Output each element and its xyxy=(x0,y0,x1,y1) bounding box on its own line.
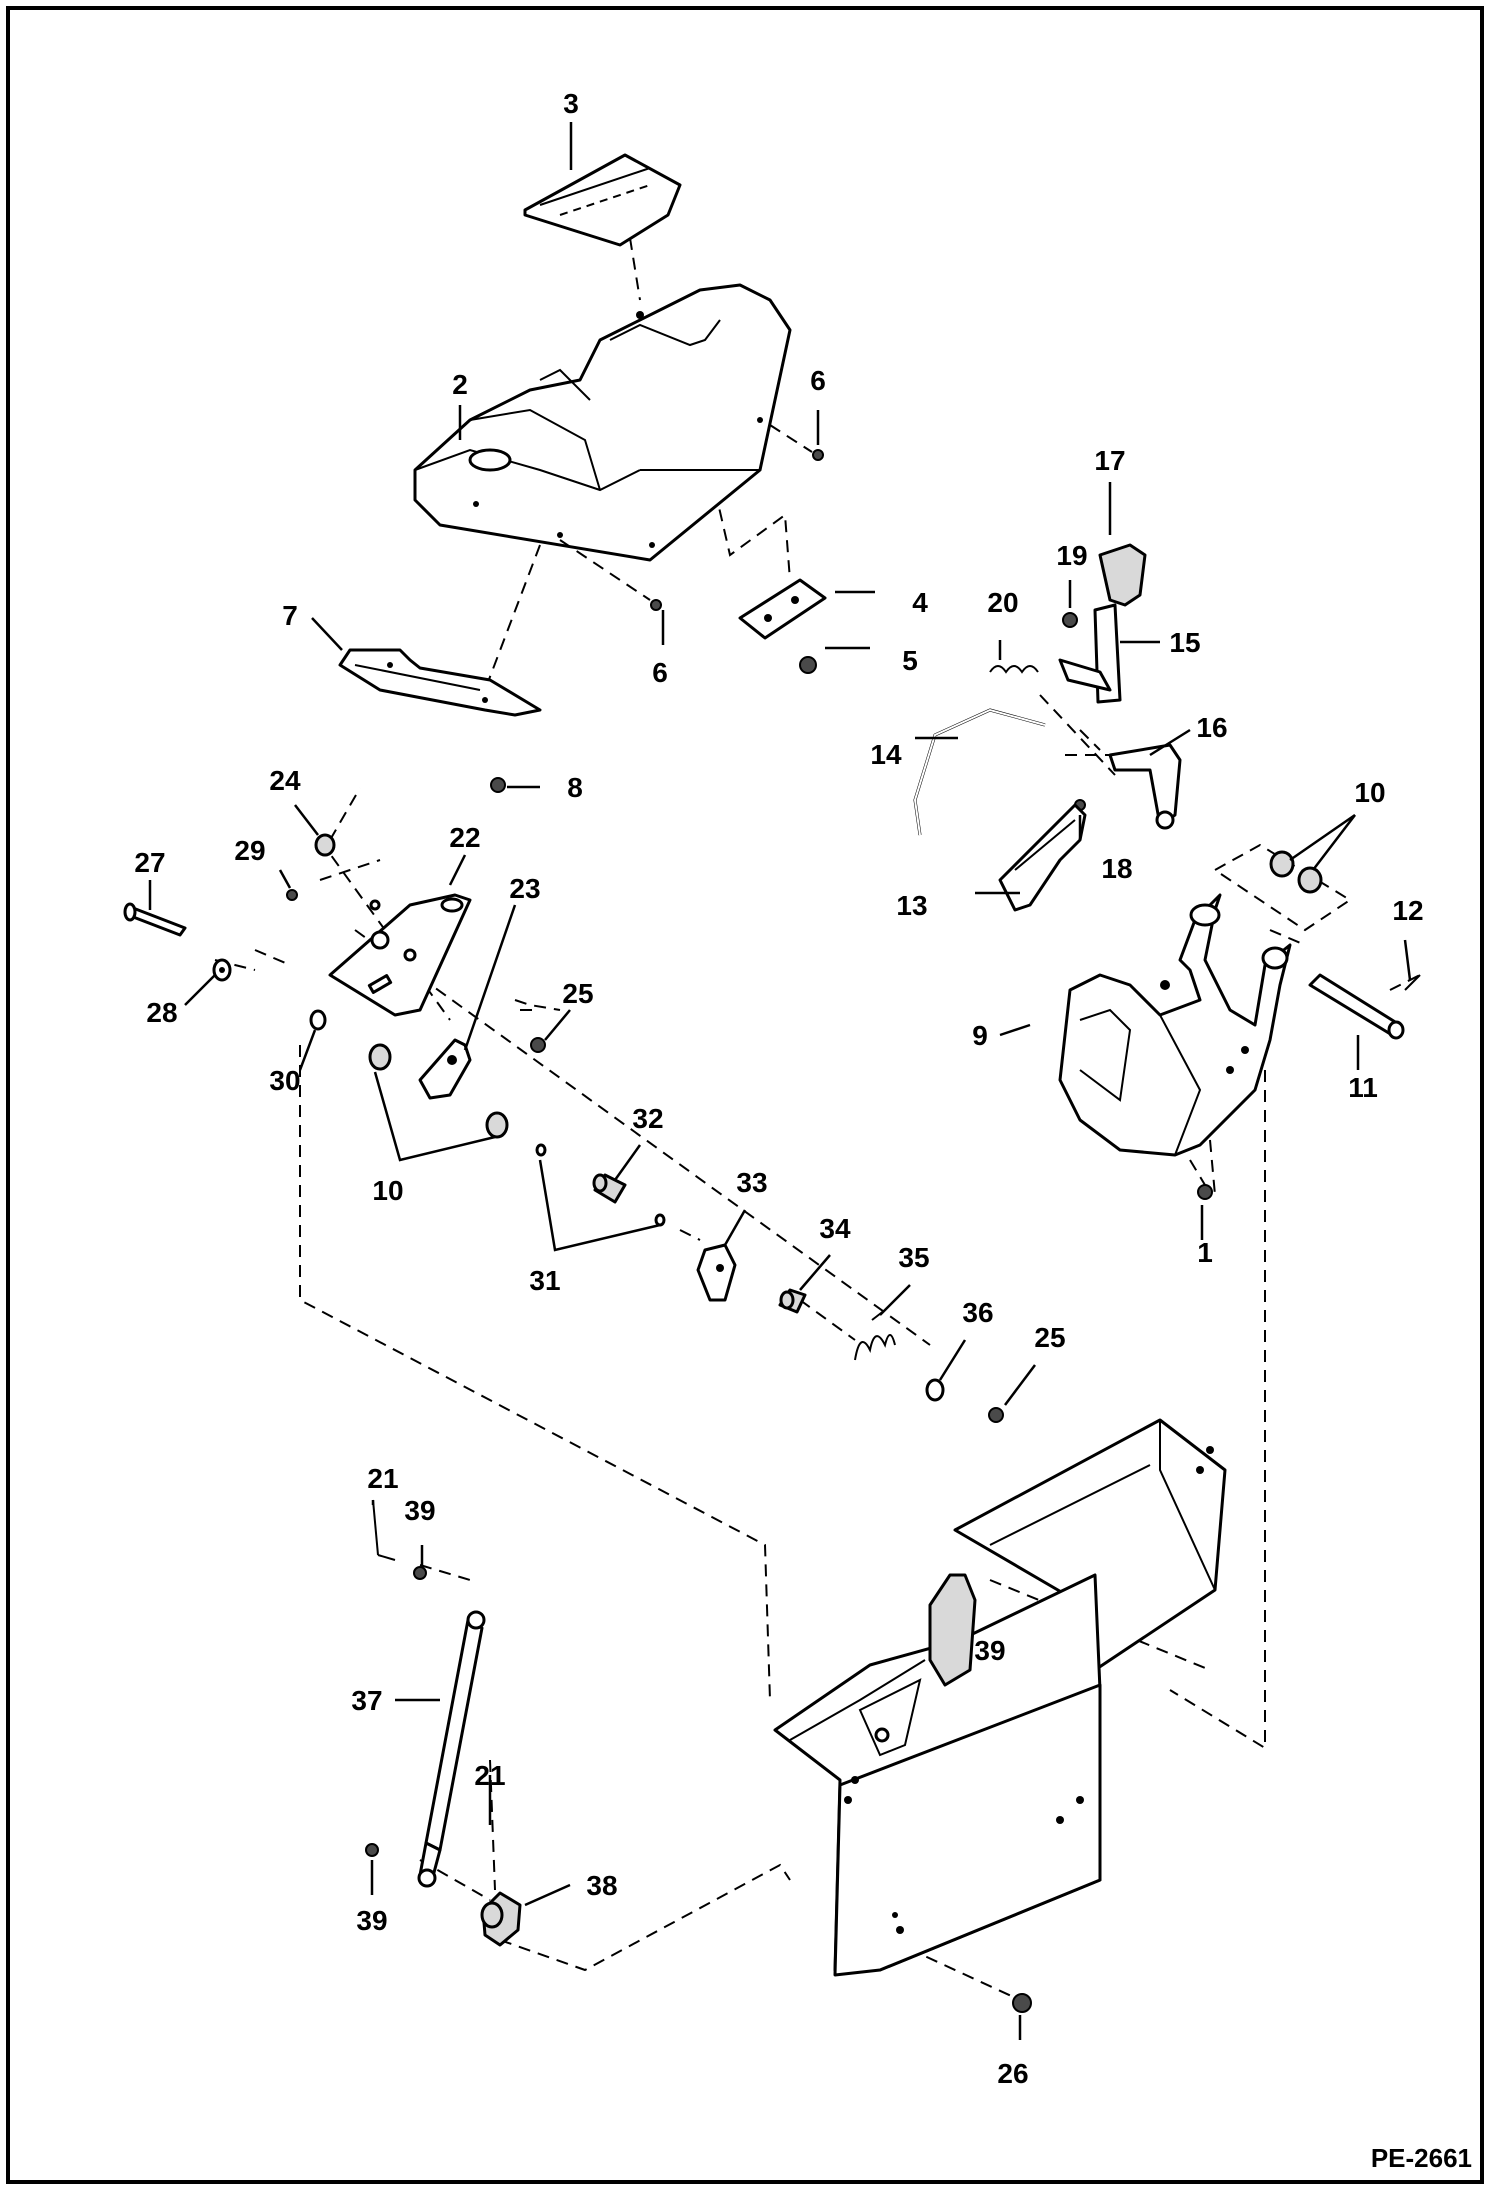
callout-39-upper: 39 xyxy=(404,1495,435,1526)
part-35-torsion-spring xyxy=(854,1309,896,1361)
callout-13: 13 xyxy=(896,890,927,921)
part-14-rod xyxy=(913,708,1046,836)
callout-20: 20 xyxy=(987,587,1018,618)
callout-9: 9 xyxy=(972,1020,988,1051)
callout-10-right: 10 xyxy=(1354,777,1385,808)
part-15-lever-arm xyxy=(1058,603,1122,704)
part-4-plate xyxy=(738,578,827,640)
part-38-pivot-block xyxy=(480,1891,522,1947)
callout-17: 17 xyxy=(1094,445,1125,476)
callout-14: 14 xyxy=(870,739,902,770)
callout-3: 3 xyxy=(563,88,579,119)
part-17-knob xyxy=(1098,543,1147,607)
part-22-mounting-plate xyxy=(328,893,472,1017)
part-31-rings xyxy=(535,1143,666,1227)
callout-11: 11 xyxy=(1348,1072,1378,1103)
callout-26: 26 xyxy=(997,2058,1028,2089)
part-39-clips xyxy=(365,1566,427,1857)
callout-21-lower: 21 xyxy=(474,1760,505,1791)
callout-4: 4 xyxy=(912,587,928,618)
callout-25-upper: 25 xyxy=(562,978,593,1009)
callout-8: 8 xyxy=(567,772,583,803)
callout-16: 16 xyxy=(1196,712,1227,743)
callout-labels: 3 2 6 4 5 6 7 8 17 19 20 15 16 14 18 13 … xyxy=(134,88,1423,2089)
document-id: PE-2661 xyxy=(1371,2143,1472,2173)
callout-34: 34 xyxy=(819,1213,851,1244)
callout-31: 31 xyxy=(529,1265,560,1296)
part-37-gas-strut xyxy=(417,1610,486,1888)
pedestal-frame xyxy=(773,1418,1227,1977)
callout-30: 30 xyxy=(269,1065,300,1096)
callout-28: 28 xyxy=(146,997,177,1028)
part-33-cam-plate xyxy=(696,1243,737,1302)
callout-23: 23 xyxy=(509,873,540,904)
part-28-washer xyxy=(212,958,232,982)
part-13-bracket xyxy=(998,803,1087,912)
part-8-screw xyxy=(490,777,506,793)
part-21-pins xyxy=(372,1499,396,1561)
callout-12: 12 xyxy=(1392,895,1423,926)
part-20-spring xyxy=(989,665,1039,674)
part-36-washer xyxy=(925,1378,945,1402)
callout-19: 19 xyxy=(1056,540,1087,571)
part-25-nut-lower xyxy=(988,1407,1004,1423)
callout-6-lower: 6 xyxy=(652,657,668,688)
part-2-console-shroud xyxy=(413,283,792,562)
callout-25-lower: 25 xyxy=(1034,1322,1065,1353)
part-6-screws xyxy=(559,424,824,611)
part-12-cotter-pin xyxy=(1404,974,1421,991)
leader-lines xyxy=(148,122,1412,2040)
part-26-bolt xyxy=(1012,1993,1032,2013)
part-19-nut xyxy=(1062,612,1078,628)
callout-36: 36 xyxy=(962,1297,993,1328)
callout-29: 29 xyxy=(234,835,265,866)
callout-2: 2 xyxy=(452,369,468,400)
part-10-bushings-left xyxy=(368,1043,509,1139)
callout-1: 1 xyxy=(1197,1237,1213,1268)
callout-39-lower: 39 xyxy=(356,1905,387,1936)
callout-21-upper: 21 xyxy=(367,1463,398,1494)
part-24-screw xyxy=(314,833,336,857)
callout-15: 15 xyxy=(1169,627,1200,658)
part-1-nut xyxy=(1197,1184,1213,1200)
part-5-nut xyxy=(799,656,817,674)
part-25-nut-upper xyxy=(530,1037,546,1053)
callout-39-pedestal: 39 xyxy=(974,1635,1005,1666)
part-16-link xyxy=(1108,743,1182,830)
callout-38: 38 xyxy=(586,1870,617,1901)
part-3-cover-pad xyxy=(523,153,682,247)
callout-35: 35 xyxy=(898,1242,929,1273)
part-32-spacer xyxy=(592,1173,627,1204)
part-10-bushings-right xyxy=(1269,850,1323,894)
part-9-pivot-bracket xyxy=(1058,893,1292,1157)
part-23-lever-bracket xyxy=(418,1038,472,1100)
callout-32: 32 xyxy=(632,1103,663,1134)
part-27-bolt xyxy=(123,902,187,937)
part-7-bracket-plate xyxy=(338,648,542,717)
callout-6-upper: 6 xyxy=(810,365,826,396)
callout-5: 5 xyxy=(902,645,918,676)
callout-24: 24 xyxy=(269,765,301,796)
callout-7: 7 xyxy=(282,600,298,631)
callout-22: 22 xyxy=(449,822,480,853)
callout-10-left: 10 xyxy=(372,1175,403,1206)
callout-33: 33 xyxy=(736,1167,767,1198)
callout-18: 18 xyxy=(1101,853,1132,884)
part-34-sleeve xyxy=(778,1288,807,1314)
callout-27: 27 xyxy=(134,847,165,878)
callout-37: 37 xyxy=(351,1685,382,1716)
part-29-nut xyxy=(286,889,298,901)
part-11-pin xyxy=(1308,973,1405,1040)
part-30-washer xyxy=(309,1009,327,1031)
diagram-border xyxy=(6,6,1484,2184)
